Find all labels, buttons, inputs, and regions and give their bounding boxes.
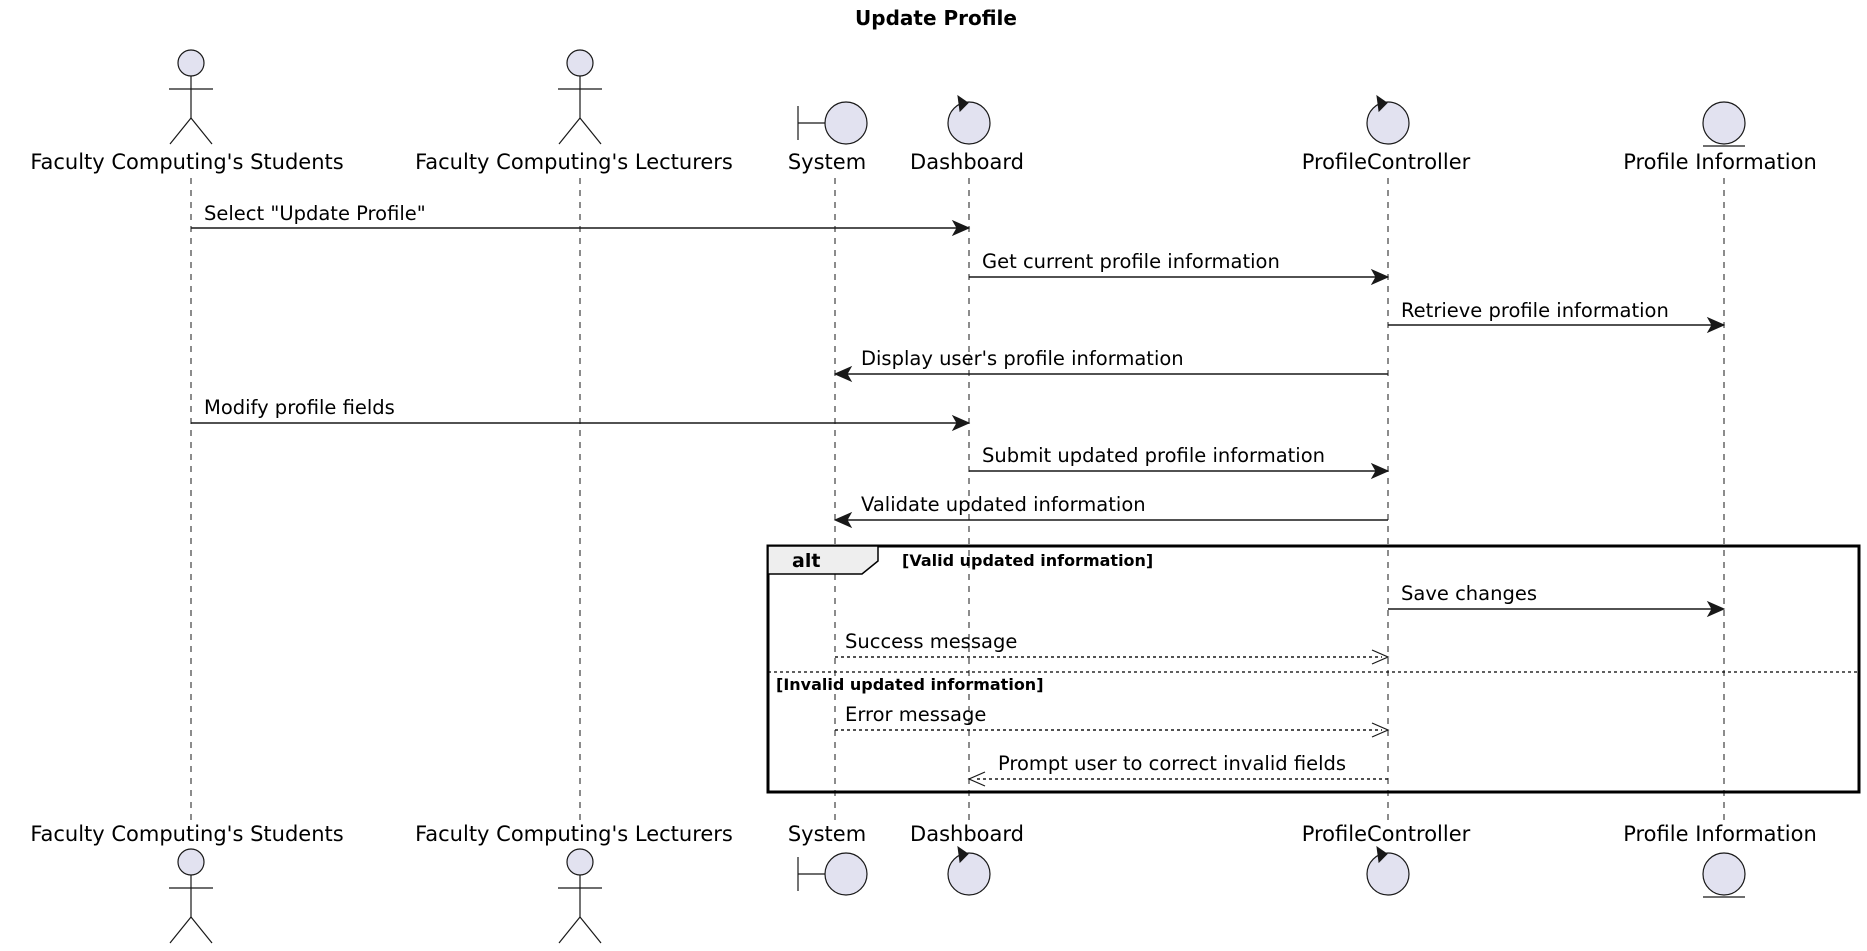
participant-students-label-top: Faculty Computing's Students [30,150,343,174]
control-dashboard-icon-bottom [947,845,991,896]
message-label: Validate updated information [861,493,1146,516]
alt-guard-invalid: [Invalid updated information] [776,675,1044,694]
participant-lecturers-label-top: Faculty Computing's Lecturers [415,150,733,174]
message-10: Error message [835,703,1390,738]
control-controller-icon-bottom [1366,845,1410,896]
message-label: Prompt user to correct invalid fields [998,752,1346,775]
message-label: Select "Update Profile" [204,202,426,225]
message-8: Save changes [1388,582,1726,618]
message-7: Validate updated information [833,493,1388,529]
actor-students-icon-bottom [169,848,213,944]
message-2: Get current profile information [969,250,1390,286]
message-9: Success message [835,630,1390,665]
participant-system-label-bottom: System [788,822,866,846]
actor-lecturers-icon-bottom [558,848,602,944]
message-6: Submit updated profile information [969,444,1390,480]
control-controller-icon-top [1366,94,1410,145]
participant-dashboard-label-top: Dashboard [910,150,1024,174]
message-4: Display user's profile information [833,347,1388,383]
message-5: Modify profile fields [191,396,971,432]
boundary-system-icon-bottom [797,852,868,896]
alt-keyword: alt [792,550,820,572]
diagram-title: Update Profile [855,6,1017,30]
message-label: Submit updated profile information [982,444,1325,467]
boundary-system-icon-top [797,101,868,145]
message-label: Modify profile fields [204,396,395,419]
message-label: Display user's profile information [861,347,1184,370]
alt-guard-valid: [Valid updated information] [902,551,1153,570]
actor-lecturers-icon-top [558,49,602,145]
message-label: Get current profile information [982,250,1280,273]
participant-profile-label-top: Profile Information [1623,150,1817,174]
participant-dashboard-label-bottom: Dashboard [910,822,1024,846]
message-3: Retrieve profile information [1388,299,1726,334]
participant-students-label-bottom: Faculty Computing's Students [30,822,343,846]
message-1: Select "Update Profile" [191,202,971,237]
participant-system-label-top: System [788,150,866,174]
entity-profile-icon-bottom [1702,852,1746,898]
participant-controller-label-top: ProfileController [1302,150,1471,174]
alt-fragment-frame [766,544,1861,794]
message-label: Success message [845,630,1017,653]
participant-controller-label-bottom: ProfileController [1302,822,1471,846]
message-label: Retrieve profile information [1401,299,1669,322]
message-label: Save changes [1401,582,1537,605]
alt-fragment-tab [767,545,879,575]
participant-lecturers-label-bottom: Faculty Computing's Lecturers [415,822,733,846]
actor-students-icon-top [169,49,213,145]
message-label: Error message [845,703,986,726]
control-dashboard-icon-top [947,94,991,145]
participant-profile-label-bottom: Profile Information [1623,822,1817,846]
entity-profile-icon-top [1702,101,1746,147]
message-11: Prompt user to correct invalid fields [967,752,1388,787]
